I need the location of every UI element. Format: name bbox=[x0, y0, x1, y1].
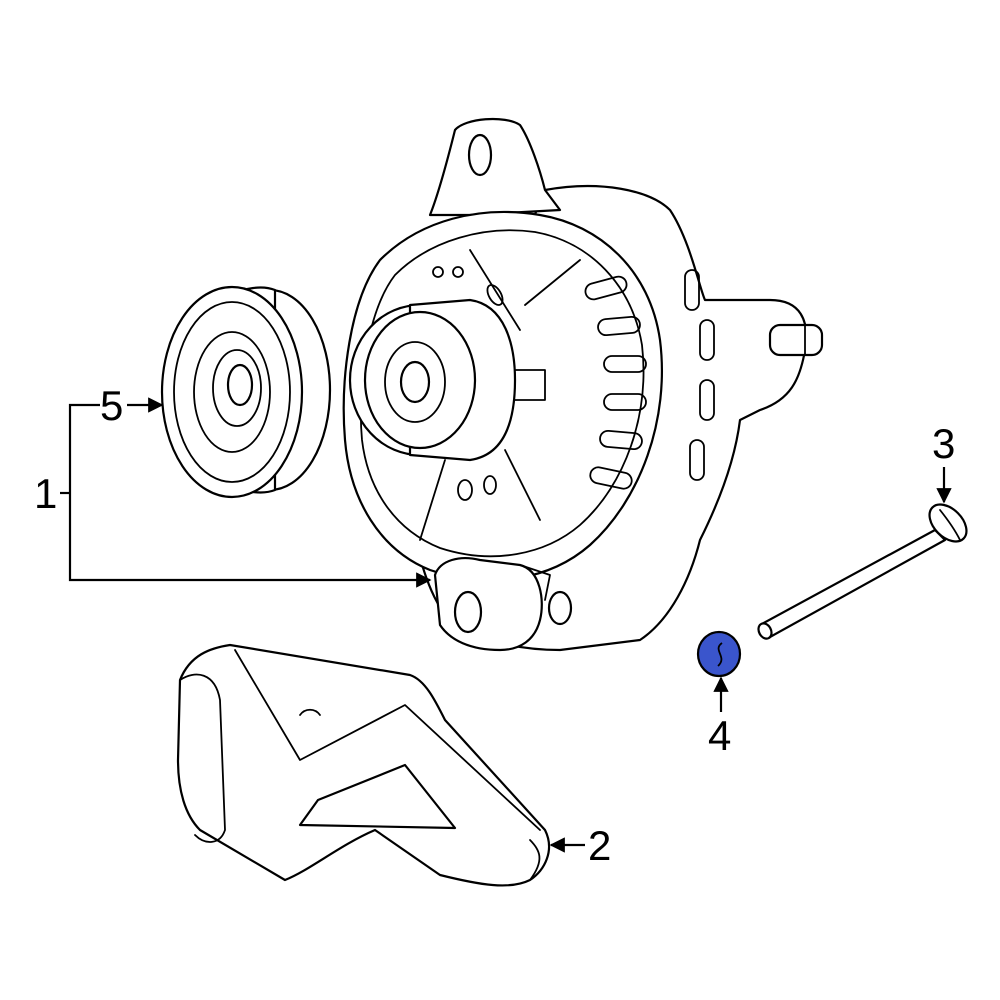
leader-lines bbox=[60, 397, 952, 853]
callout-5: 5 bbox=[100, 382, 123, 429]
bolt[interactable] bbox=[756, 498, 974, 641]
rear-stud bbox=[768, 323, 824, 357]
drive-belt[interactable] bbox=[176, 643, 551, 887]
shaft-end bbox=[399, 360, 431, 404]
callout-3: 3 bbox=[932, 420, 955, 467]
top-ear-hole bbox=[467, 133, 493, 177]
nut-highlighted[interactable] bbox=[696, 630, 742, 678]
bottom-ear-hole bbox=[453, 590, 483, 634]
alternator[interactable] bbox=[342, 117, 824, 652]
callout-2: 2 bbox=[588, 822, 611, 869]
callout-1: 1 bbox=[34, 470, 57, 517]
cooling-slots bbox=[584, 269, 715, 490]
callout-4: 4 bbox=[708, 712, 731, 759]
pulley[interactable] bbox=[160, 285, 332, 499]
